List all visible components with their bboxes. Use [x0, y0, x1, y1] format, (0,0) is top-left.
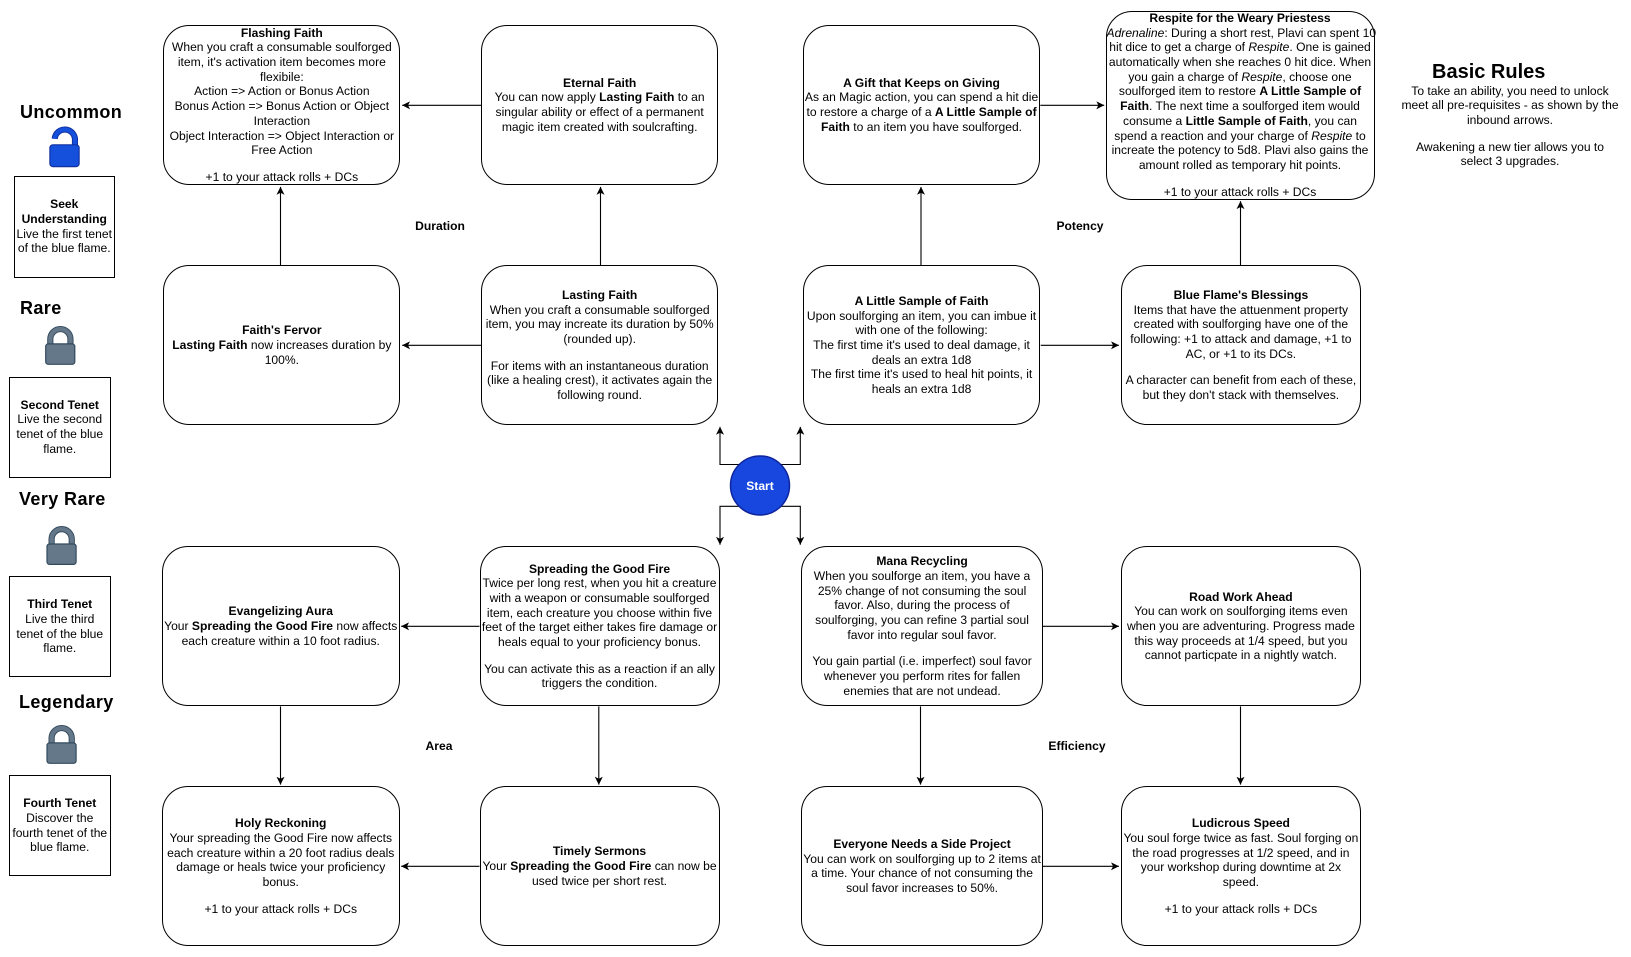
- svg-text:Start: Start: [746, 479, 774, 493]
